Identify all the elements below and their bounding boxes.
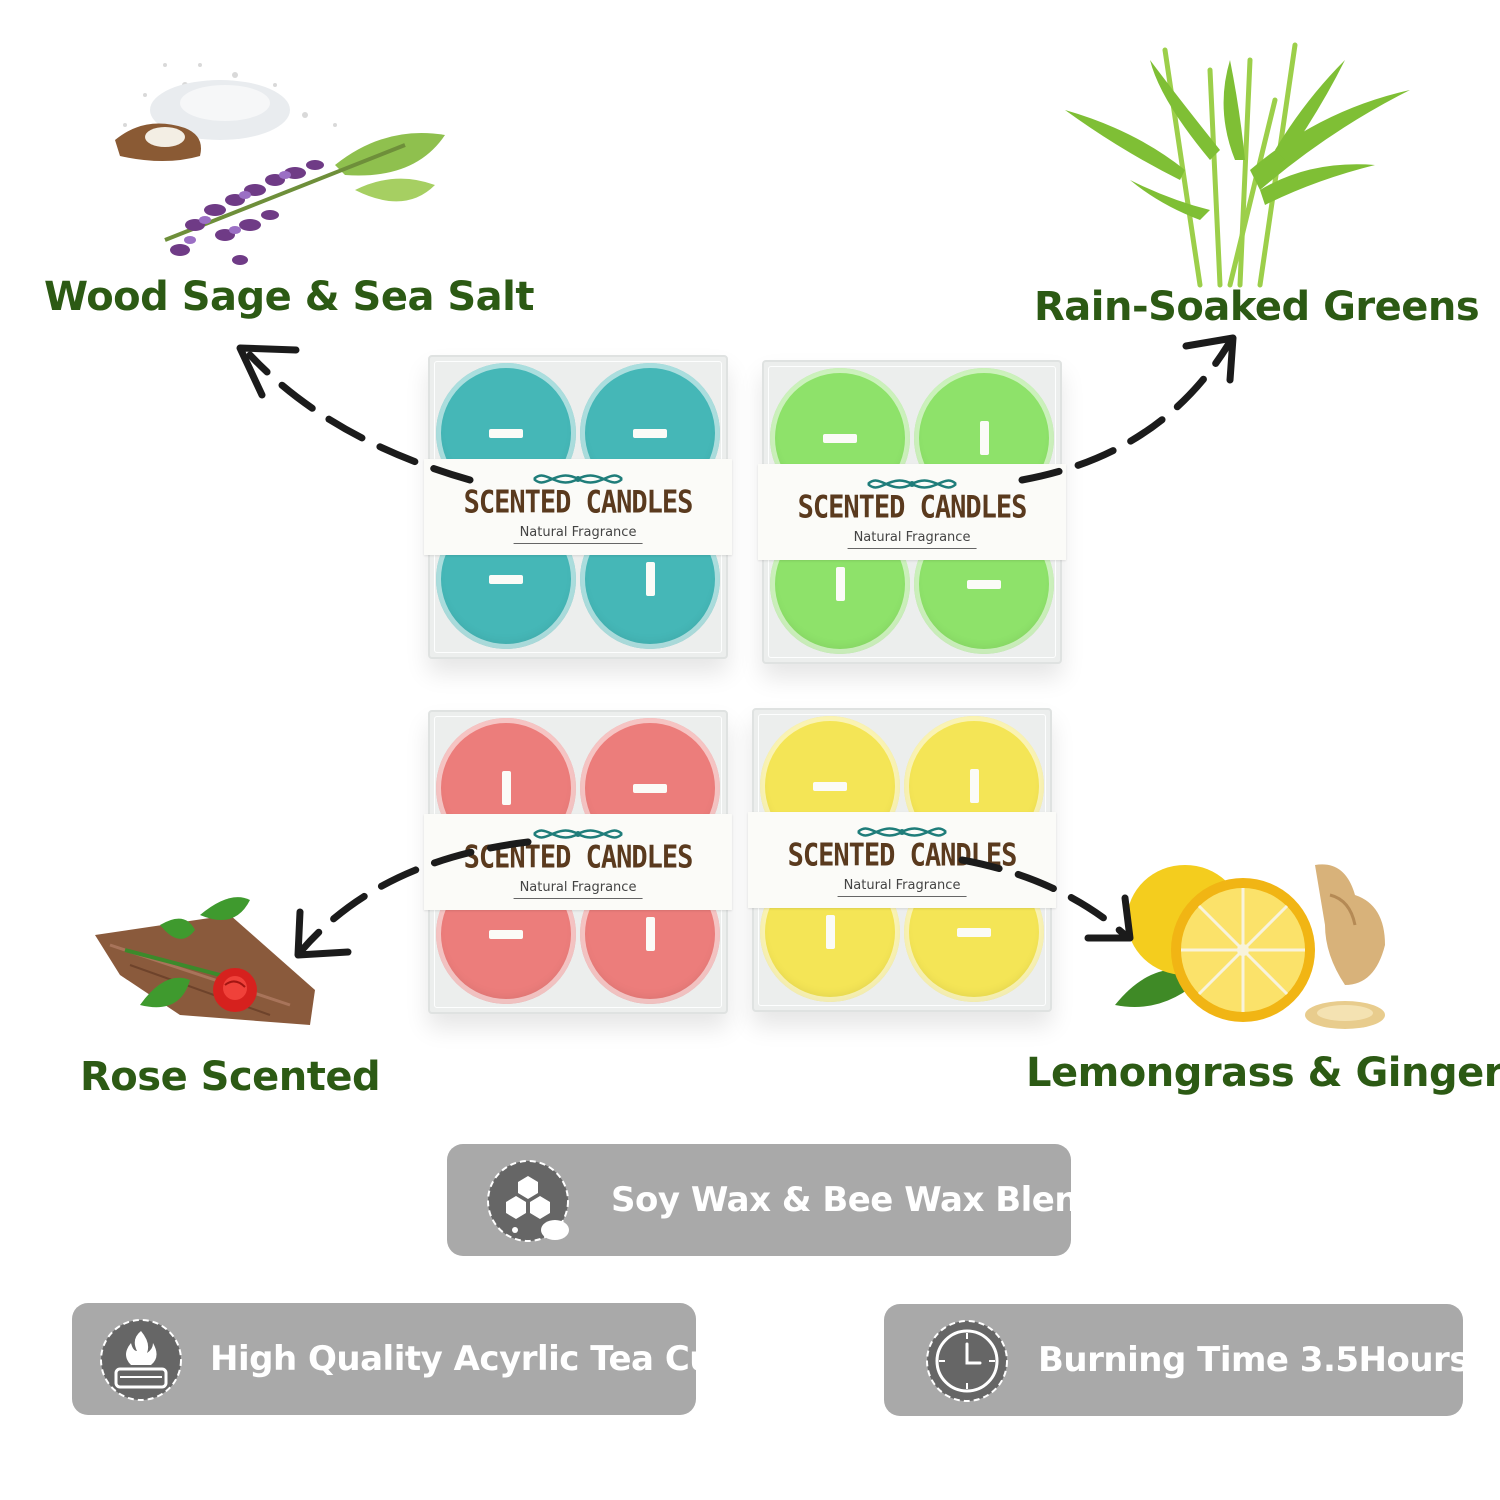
arrowhead-wood-sage [236, 344, 300, 399]
candle-wick [823, 434, 857, 443]
dna-logo-icon [533, 829, 623, 839]
dna-logo-icon [533, 474, 623, 484]
candle-pack-4: SCENTED CANDLES Natural Fragrance [748, 708, 1056, 1012]
wax-cubes-icon [487, 1160, 569, 1242]
feature-cup-pill: High Quality Acyrlic Tea Cup [72, 1303, 737, 1415]
candle-wick [633, 784, 667, 793]
candle-wick [836, 567, 845, 601]
feature-wax-text: Soy Wax & Bee Wax Blend [611, 1180, 1102, 1220]
rose-illustration [95, 897, 315, 1025]
scent-label-lemongrass: Lemongrass & Ginger [1026, 1050, 1500, 1096]
clock-icon [926, 1320, 1008, 1402]
arrow-lemongrass [958, 856, 1129, 939]
arrowhead-rain-greens [1182, 334, 1237, 384]
pack-brand-text: SCENTED CANDLES [797, 489, 1028, 526]
pack-label-band: SCENTED CANDLES Natural Fragrance [424, 459, 732, 555]
candle-wick [957, 928, 991, 937]
sage-salt-illustration [115, 63, 445, 265]
candle-wick [489, 930, 523, 939]
candle-wick [970, 769, 979, 803]
candle-wick [813, 782, 847, 791]
feature-burn-text: Burning Time 3.5Hours [1038, 1340, 1470, 1380]
grass-illustration [1065, 42, 1410, 288]
feature-cup-text: High Quality Acyrlic Tea Cup [210, 1339, 737, 1379]
candle-wick [967, 580, 1001, 589]
candle-wick [633, 429, 667, 438]
candle-wick [502, 771, 511, 805]
pack-subtitle-text: Natural Fragrance [513, 525, 643, 544]
candle-wick [489, 575, 523, 584]
candle-pack-2: SCENTED CANDLES Natural Fragrance [758, 360, 1066, 664]
feature-burn-pill: Burning Time 3.5Hours [884, 1304, 1470, 1416]
lemon-ginger-illustration [1115, 864, 1385, 1029]
arrowhead-rose [294, 908, 352, 959]
pack-brand-text: SCENTED CANDLES [787, 837, 1018, 874]
candle-wick [489, 429, 523, 438]
pack-subtitle-text: Natural Fragrance [847, 530, 977, 549]
dna-logo-icon [857, 827, 947, 837]
pack-subtitle-text: Natural Fragrance [837, 878, 967, 897]
arrow-rain-greens [1018, 341, 1232, 484]
candle-wick [980, 421, 989, 455]
feature-wax-pill: Soy Wax & Bee Wax Blend [447, 1144, 1102, 1256]
candle-wick [826, 915, 835, 949]
arrowhead-lemongrass [1084, 894, 1134, 942]
pack-label-band: SCENTED CANDLES Natural Fragrance [758, 464, 1066, 560]
arrow-wood-sage [246, 351, 474, 484]
candle-wick [646, 917, 655, 951]
candle-wick [646, 562, 655, 596]
flame-cup-icon [100, 1319, 182, 1401]
dna-logo-icon [867, 479, 957, 489]
pack-brand-text: SCENTED CANDLES [463, 484, 694, 521]
scent-label-wood-sage: Wood Sage & Sea Salt [44, 274, 535, 320]
scent-label-rain-greens: Rain-Soaked Greens [1034, 284, 1480, 330]
arrow-rose [298, 838, 532, 954]
pack-label-band: SCENTED CANDLES Natural Fragrance [748, 812, 1056, 908]
scent-label-rose: Rose Scented [80, 1054, 381, 1100]
pack-subtitle-text: Natural Fragrance [513, 880, 643, 899]
